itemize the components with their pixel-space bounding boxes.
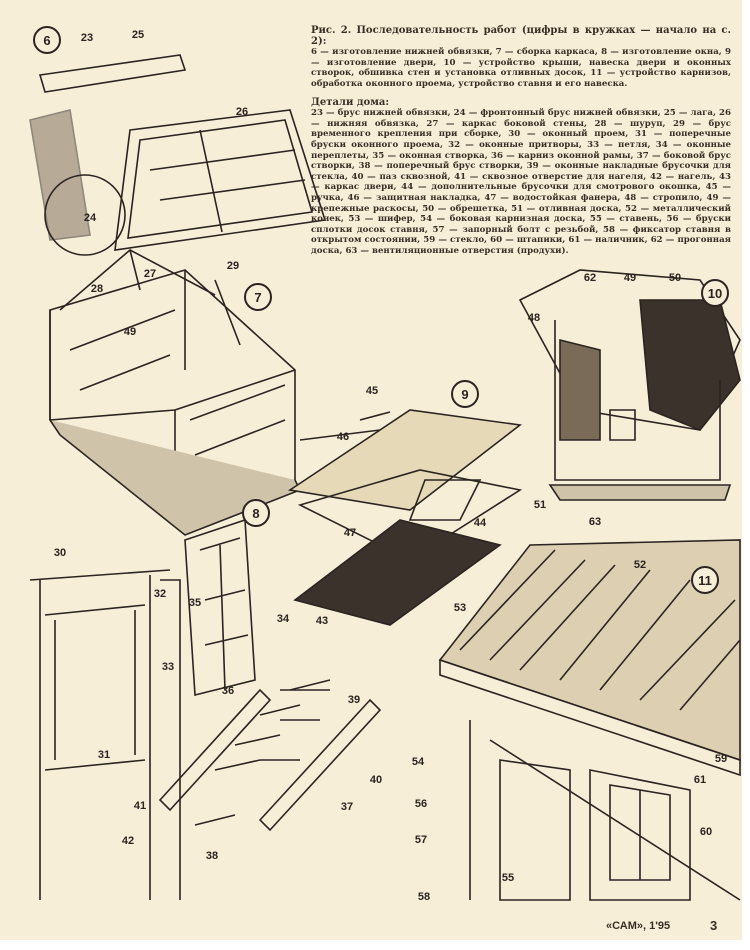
part-label: 49 bbox=[123, 326, 137, 338]
parts-title: Детали дома: bbox=[311, 96, 390, 108]
part-label: 53 bbox=[453, 602, 467, 614]
part-label: 46 bbox=[336, 431, 350, 443]
step-11-eaves-shutter-drawing bbox=[438, 539, 741, 901]
part-label: 60 bbox=[699, 826, 713, 838]
part-label: 54 bbox=[411, 756, 425, 768]
part-label: 43 bbox=[315, 615, 329, 627]
part-label: 56 bbox=[414, 798, 428, 810]
part-label: 45 bbox=[365, 385, 379, 397]
step-marker: 9 bbox=[451, 380, 479, 408]
part-label: 23 bbox=[80, 32, 94, 44]
part-label: 41 bbox=[133, 800, 147, 812]
parts-list: 23 — брус нижней обвязки, 24 — фронтонны… bbox=[311, 108, 731, 256]
step-marker: 7 bbox=[244, 283, 272, 311]
magazine-page: Рис. 2. Последовательность работ (цифры … bbox=[0, 0, 742, 940]
step-9-door-drawing bbox=[287, 409, 523, 626]
part-label: 35 bbox=[188, 597, 202, 609]
figure-caption: Рис. 2. Последовательность работ (цифры … bbox=[311, 25, 731, 256]
part-label: 51 bbox=[533, 499, 547, 511]
part-label: 63 bbox=[588, 516, 602, 528]
step-marker: 10 bbox=[701, 279, 729, 307]
step-7-frame-assembly-drawing bbox=[49, 249, 302, 536]
part-label: 38 bbox=[205, 850, 219, 862]
caption-steps: 6 — изготовление нижней обвязки, 7 — сбо… bbox=[311, 47, 731, 89]
step-6-bottom-frame-drawing bbox=[29, 54, 327, 256]
page-number: 3 bbox=[710, 918, 718, 933]
part-label: 57 bbox=[414, 834, 428, 846]
part-label: 29 bbox=[226, 260, 240, 272]
caption-title: Рис. 2. Последовательность работ (цифры … bbox=[311, 25, 731, 47]
part-label: 47 bbox=[343, 527, 357, 539]
part-label: 52 bbox=[633, 559, 647, 571]
part-label: 62 bbox=[583, 272, 597, 284]
part-label: 59 bbox=[714, 753, 728, 765]
assembly-illustrations bbox=[29, 54, 741, 901]
part-label: 27 bbox=[143, 268, 157, 280]
part-label: 26 bbox=[235, 106, 249, 118]
part-label: 48 bbox=[527, 312, 541, 324]
part-label: 28 bbox=[90, 283, 104, 295]
part-label: 32 bbox=[153, 588, 167, 600]
part-label: 50 bbox=[668, 272, 682, 284]
magazine-issue: «САМ», 1'95 bbox=[606, 920, 671, 932]
part-label: 34 bbox=[276, 613, 290, 625]
part-label: 44 bbox=[473, 517, 487, 529]
part-label: 49 bbox=[623, 272, 637, 284]
part-label: 40 bbox=[369, 774, 383, 786]
step-10-roofed-house-drawing bbox=[518, 269, 741, 501]
part-label: 37 bbox=[340, 801, 354, 813]
part-label: 58 bbox=[417, 891, 431, 903]
window-sash-parts-drawing bbox=[158, 679, 382, 832]
part-label: 55 bbox=[501, 872, 515, 884]
step-marker: 11 bbox=[691, 566, 719, 594]
part-label: 31 bbox=[97, 749, 111, 761]
part-label: 24 bbox=[83, 212, 97, 224]
part-label: 42 bbox=[121, 835, 135, 847]
step-marker: 6 bbox=[33, 26, 61, 54]
part-label: 36 bbox=[221, 685, 235, 697]
step-8-window-drawing bbox=[29, 518, 256, 900]
part-label: 61 bbox=[693, 774, 707, 786]
part-label: 33 bbox=[161, 661, 175, 673]
step-marker: 8 bbox=[242, 499, 270, 527]
part-label: 25 bbox=[131, 29, 145, 41]
part-label: 30 bbox=[53, 547, 67, 559]
part-label: 39 bbox=[347, 694, 361, 706]
